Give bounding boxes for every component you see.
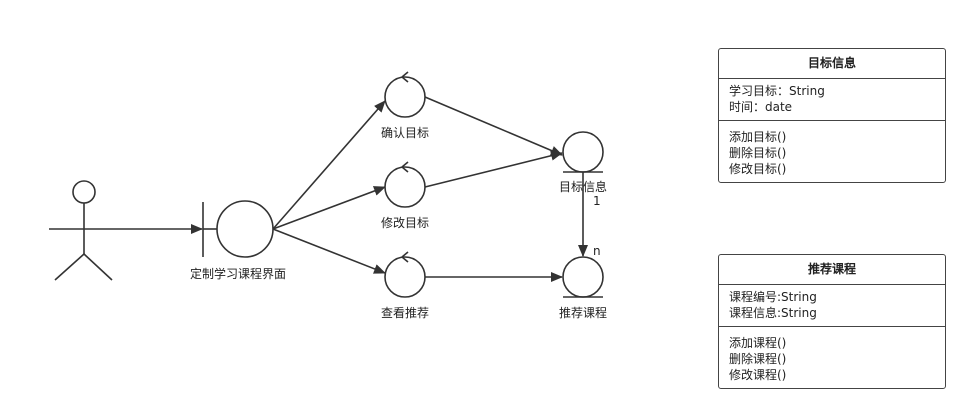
class-course-method: 删除课程() <box>729 352 787 366</box>
class-course-attributes: 课程编号:String 课程信息:String <box>719 285 945 326</box>
class-course-title: 推荐课程 <box>719 255 945 285</box>
modify-to-goal-arrow <box>424 150 563 188</box>
class-goal-method: 修改目标() <box>729 162 787 176</box>
class-goal-method: 添加目标() <box>729 130 787 144</box>
boundary-object <box>202 200 274 258</box>
class-goal-attribute: 时间：date <box>729 100 793 114</box>
class-goal-attribute: 学习目标：String <box>729 84 825 98</box>
class-course-attribute: 课程信息:String <box>729 306 817 320</box>
class-box-goal-info: 目标信息 学习目标：String 时间：date 添加目标() 删除目标() 修… <box>718 48 946 183</box>
multiplicity-target: n <box>593 244 601 258</box>
entity-recommended-course <box>562 256 604 298</box>
class-goal-title: 目标信息 <box>719 49 945 79</box>
multiplicity-source: 1 <box>593 194 601 208</box>
actor-figure <box>49 180 119 281</box>
control-view-recommend <box>384 251 426 298</box>
entity-course-label: 推荐课程 <box>559 305 607 320</box>
class-course-method: 修改课程() <box>729 368 787 382</box>
boundary-to-confirm-arrow <box>272 100 386 230</box>
class-course-methods: 添加课程() 删除课程() 修改课程() <box>719 326 945 388</box>
class-goal-methods: 添加目标() 删除目标() 修改目标() <box>719 120 945 182</box>
control-confirm-label: 确认目标 <box>381 126 429 140</box>
confirm-to-goal-arrow <box>424 96 563 156</box>
boundary-to-modify-arrow <box>272 186 386 230</box>
control-confirm-goal <box>384 71 426 118</box>
class-goal-method: 删除目标() <box>729 146 787 160</box>
class-course-method: 添加课程() <box>729 336 787 350</box>
class-course-attribute: 课程编号:String <box>729 290 817 304</box>
class-goal-attributes: 学习目标：String 时间：date <box>719 79 945 120</box>
boundary-label: 定制学习课程界面 <box>190 266 286 281</box>
control-view-label: 查看推荐 <box>381 306 429 320</box>
boundary-to-view-arrow <box>272 228 386 274</box>
control-modify-goal <box>384 161 426 208</box>
class-box-recommended-course: 推荐课程 课程编号:String 课程信息:String 添加课程() 删除课程… <box>718 254 946 389</box>
entity-goal-info <box>562 131 604 173</box>
control-modify-label: 修改目标 <box>381 215 429 230</box>
